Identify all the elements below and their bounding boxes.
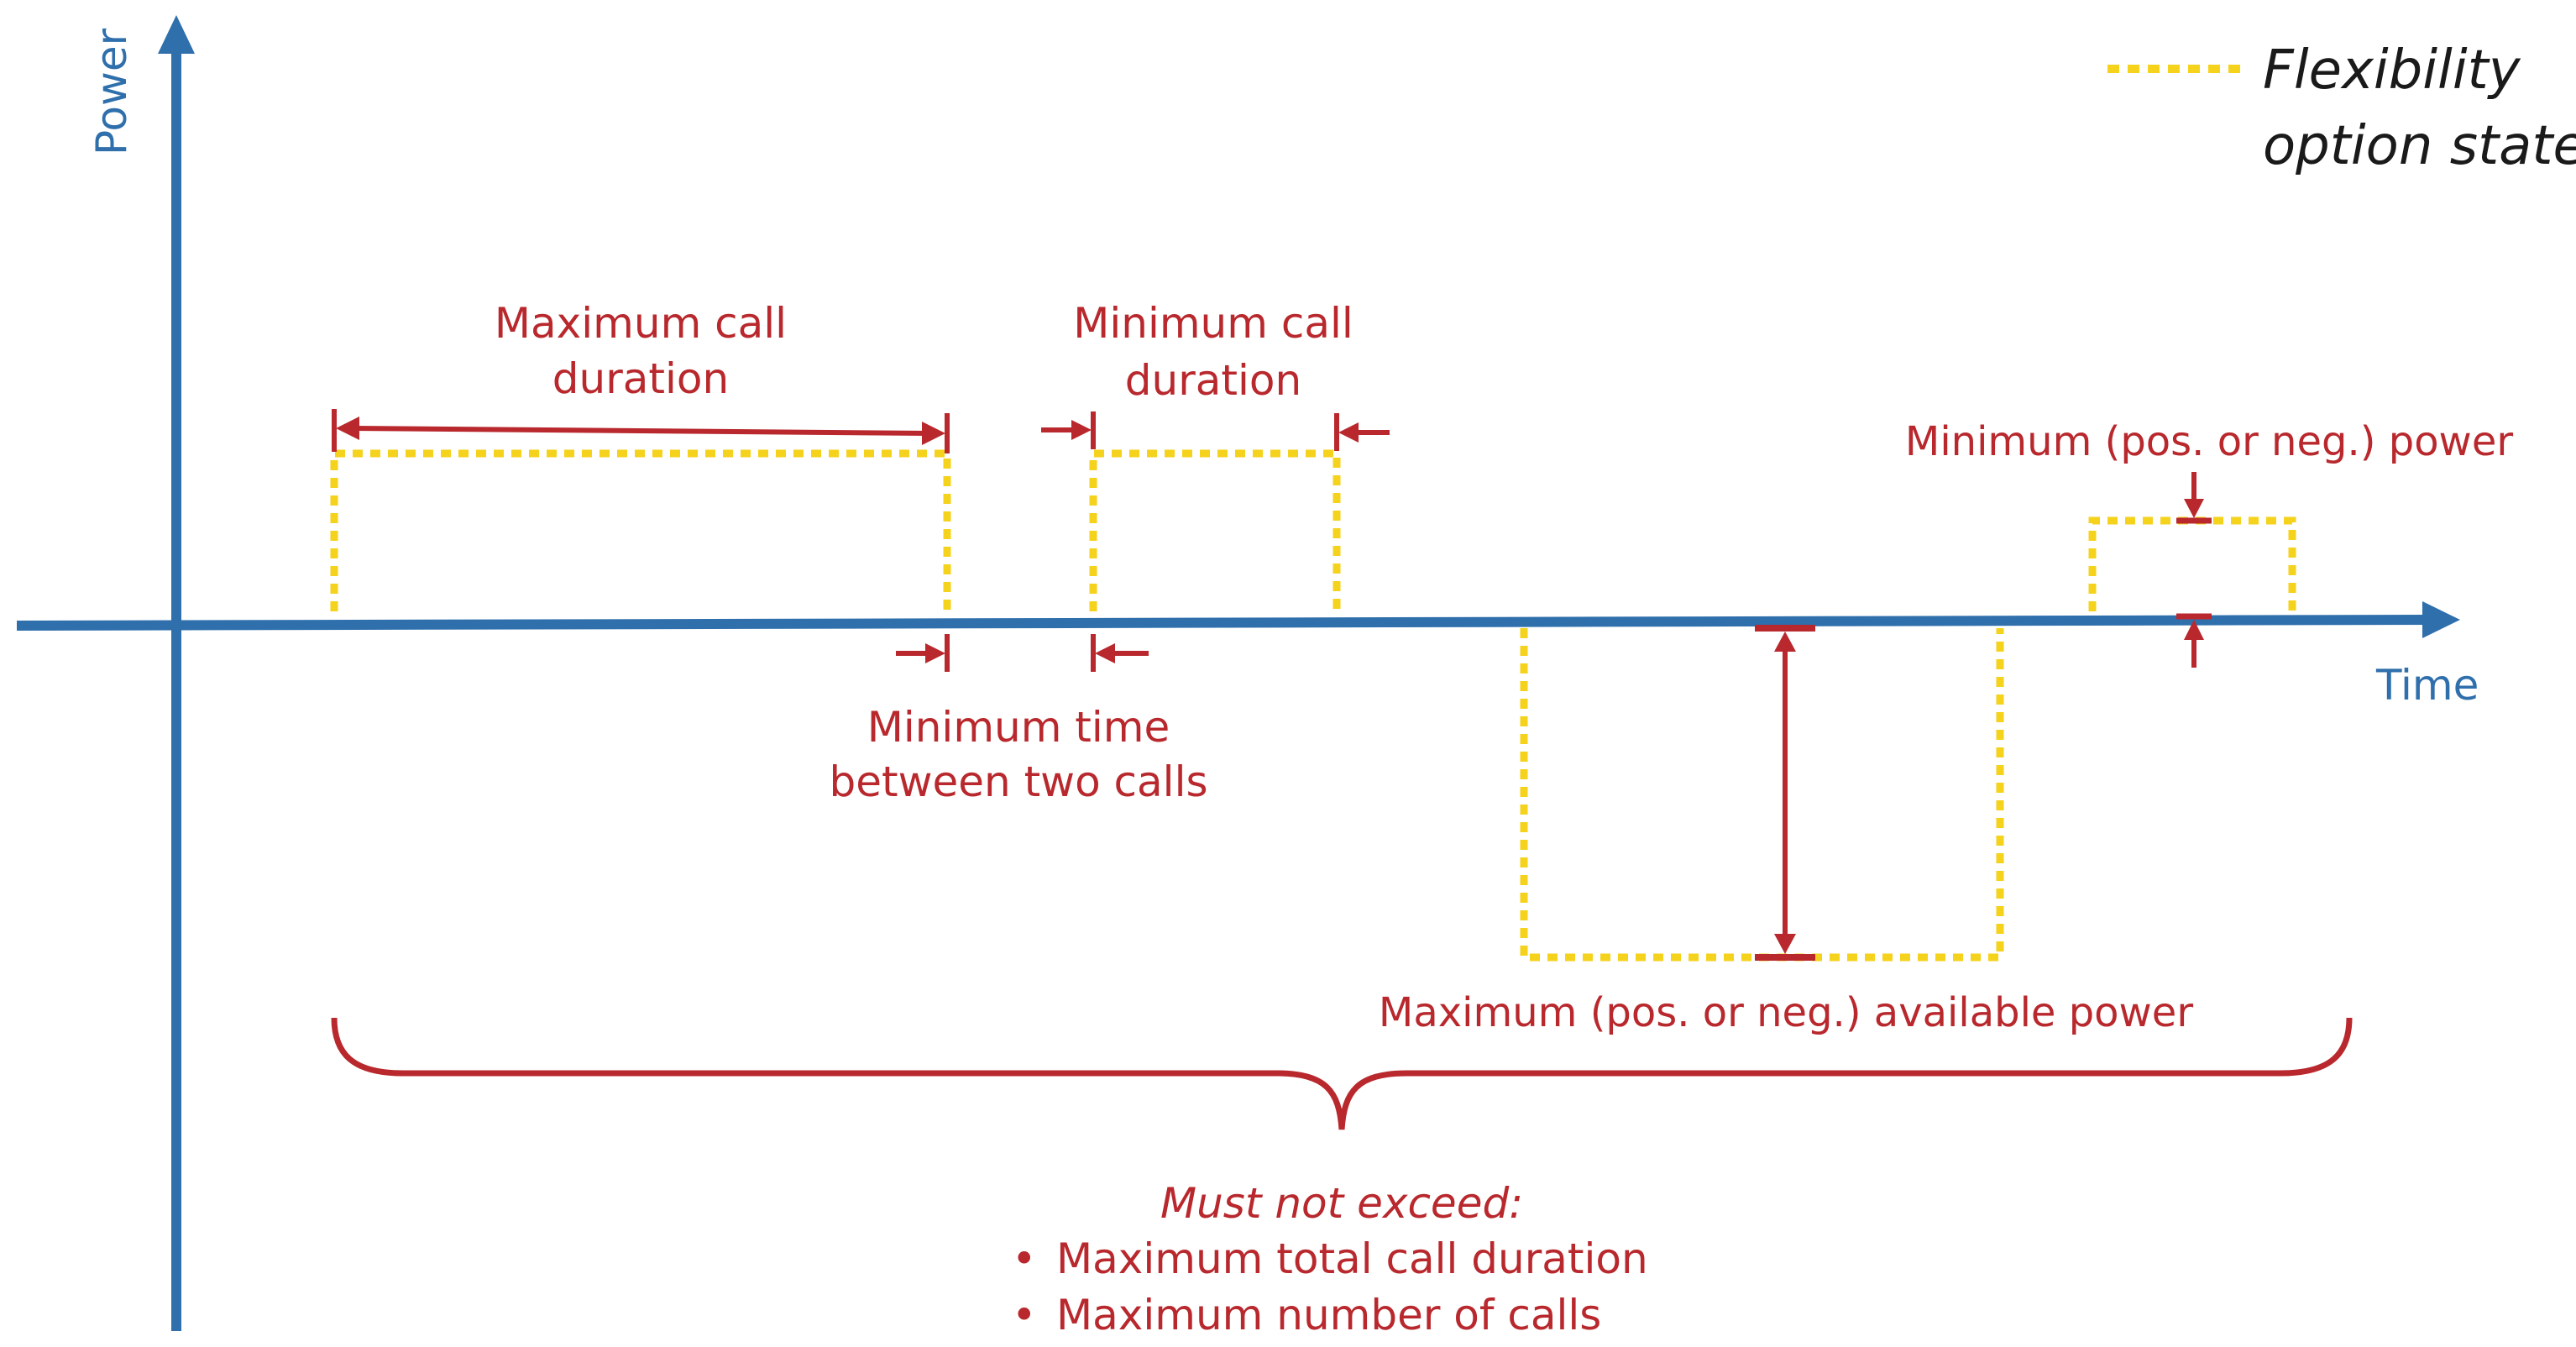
annotation-labels: Maximum call duration Minimum call durat… — [495, 299, 2513, 1036]
max-duration-left-head — [336, 417, 359, 440]
flexibility-states — [330, 449, 2296, 962]
max-available-power-label: Maximum (pos. or neg.) available power — [1379, 989, 2193, 1036]
constraint-bullet-1: • — [1012, 1234, 1037, 1283]
x-axis — [16, 615, 2432, 631]
state-call-negative — [1520, 628, 2004, 962]
min-duration-left-head — [1071, 420, 1092, 440]
x-axis-arrowhead — [2422, 601, 2460, 638]
min-call-duration-label-line2: duration — [1125, 356, 1301, 405]
constraint-item-number-of-calls: Maximum number of calls — [1056, 1291, 1601, 1339]
legend-label-line1: Flexibility — [2263, 39, 2521, 102]
min-gap-left-head — [925, 643, 945, 663]
legend-label-line2: option state — [2263, 115, 2576, 177]
max-power-top-head — [1774, 632, 1796, 652]
min-time-between-calls-label-line2: between two calls — [829, 757, 1207, 806]
grouping-brace — [331, 1017, 2353, 1130]
max-call-duration-label-line1: Maximum call — [495, 299, 787, 348]
x-axis-label: Time — [2375, 661, 2479, 710]
max-power-bottom-head — [1774, 934, 1796, 954]
min-call-duration-label-line1: Minimum call — [1073, 299, 1353, 348]
min-time-between-calls-label-line1: Minimum time — [867, 703, 1170, 752]
y-axis-arrowhead — [158, 15, 195, 54]
max-duration-right-head — [922, 422, 945, 445]
constraints-block: Must not exceed: • Maximum total call du… — [1012, 1179, 1648, 1339]
annotation-markers — [332, 409, 2212, 961]
max-duration-arrow-line — [352, 426, 929, 436]
min-gap-right-head — [1095, 643, 1115, 663]
constraint-item-total-duration: Maximum total call duration — [1056, 1234, 1648, 1283]
min-power-top-head — [2184, 499, 2204, 518]
min-power-bottom-head — [2184, 620, 2204, 640]
state-call-1 — [330, 449, 951, 611]
state-call-2 — [1089, 449, 1341, 611]
constraints-heading: Must not exceed: — [1160, 1179, 1523, 1228]
min-duration-right-head — [1338, 422, 1359, 443]
constraint-bullet-2: • — [1012, 1291, 1037, 1339]
max-call-duration-label-line2: duration — [552, 354, 729, 403]
legend: Flexibility option state — [2107, 39, 2576, 177]
y-axis-label: Power — [87, 28, 136, 155]
state-call-small — [2088, 516, 2296, 611]
min-power-label: Minimum (pos. or neg.) power — [1905, 418, 2513, 465]
axes: Power Time — [16, 15, 2479, 1331]
